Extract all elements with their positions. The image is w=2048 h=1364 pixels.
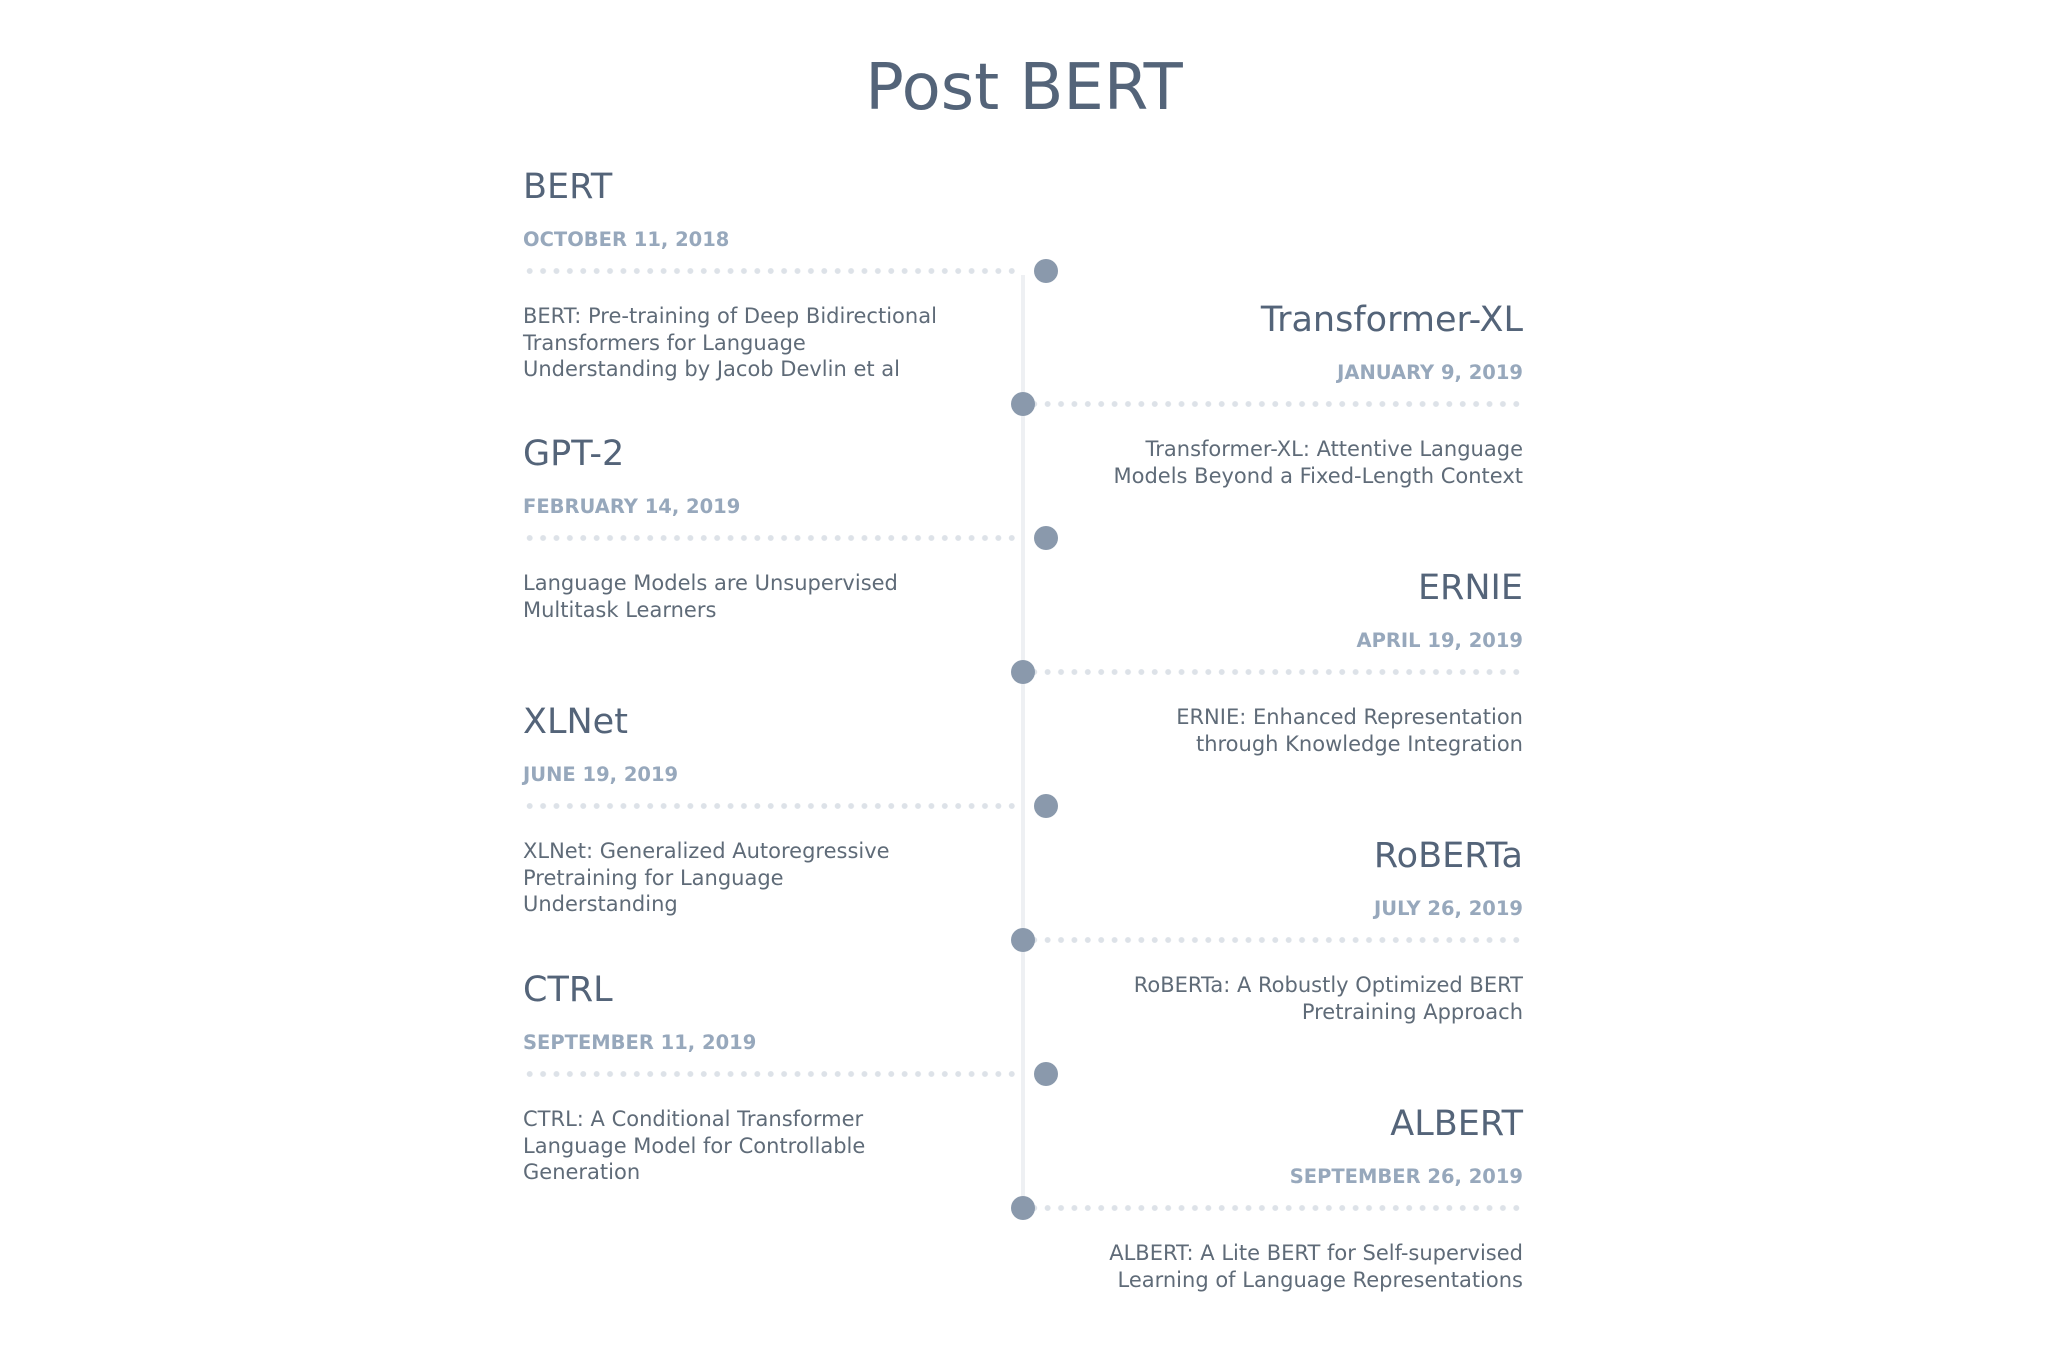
timeline-node: [1034, 1062, 1058, 1086]
timeline-node: [1034, 526, 1058, 550]
event-name: XLNet: [523, 702, 628, 742]
timeline-node: [1034, 259, 1058, 283]
event-connector: [1003, 392, 1523, 416]
event-date: JULY 26, 2019: [1374, 897, 1523, 920]
timeline-node: [1034, 794, 1058, 818]
event-name: GPT-2: [523, 434, 625, 474]
event-connector: [523, 526, 1058, 550]
dotted-line: [1031, 1205, 1523, 1211]
timeline-event-xlnet: XLNet JUNE 19, 2019 XLNet: Generalized A…: [523, 700, 1058, 960]
event-name: CTRL: [523, 970, 613, 1010]
timeline-event-gpt-2: GPT-2 FEBRUARY 14, 2019 Language Models …: [523, 432, 1058, 692]
dotted-line: [1031, 937, 1523, 943]
event-name: ALBERT: [1390, 1104, 1523, 1144]
timeline-event-albert: ALBERT SEPTEMBER 26, 2019 ALBERT: A Lite…: [1003, 1102, 1523, 1362]
event-connector: [523, 259, 1058, 283]
event-date: OCTOBER 11, 2018: [523, 228, 730, 251]
event-connector: [1003, 928, 1523, 952]
event-connector: [1003, 1196, 1523, 1220]
event-description: ERNIE: Enhanced Representation through K…: [1176, 705, 1523, 756]
dotted-line: [1031, 401, 1523, 407]
event-name: BERT: [523, 167, 613, 207]
dotted-line: [523, 1071, 1020, 1077]
timeline-event-transformer-xl: Transformer-XL JANUARY 9, 2019 Transform…: [1003, 298, 1523, 558]
event-name: Transformer-XL: [1260, 300, 1523, 340]
dotted-line: [1031, 669, 1523, 675]
dotted-line: [523, 535, 1020, 541]
event-date: FEBRUARY 14, 2019: [523, 495, 741, 518]
timeline-event-ernie: ERNIE APRIL 19, 2019 ERNIE: Enhanced Rep…: [1003, 566, 1523, 826]
event-date: JUNE 19, 2019: [523, 763, 679, 786]
event-description: Language Models are Unsupervised Multita…: [523, 571, 898, 622]
event-description: XLNet: Generalized Autoregressive Pretra…: [523, 839, 890, 916]
event-connector: [523, 1062, 1058, 1086]
event-date: SEPTEMBER 11, 2019: [523, 1031, 757, 1054]
page-title: Post BERT: [865, 51, 1183, 125]
event-description: RoBERTa: A Robustly Optimized BERT Pretr…: [1133, 973, 1523, 1024]
event-connector: [523, 794, 1058, 818]
event-name: RoBERTa: [1373, 836, 1523, 876]
event-description: BERT: Pre-training of Deep Bidirectional…: [523, 304, 937, 381]
dotted-line: [523, 268, 1020, 274]
timeline-axis: [1021, 275, 1025, 1215]
event-date: SEPTEMBER 26, 2019: [1289, 1165, 1523, 1188]
timeline-node: [1011, 928, 1035, 952]
event-name: ERNIE: [1417, 568, 1523, 608]
event-description: Transformer-XL: Attentive Language Model…: [1113, 437, 1524, 488]
event-date: JANUARY 9, 2019: [1337, 361, 1523, 384]
timeline-event-ctrl: CTRL SEPTEMBER 11, 2019 CTRL: A Conditio…: [523, 968, 1058, 1228]
event-description: CTRL: A Conditional Transformer Language…: [523, 1107, 866, 1184]
timeline-event-roberta: RoBERTa JULY 26, 2019 RoBERTa: A Robustl…: [1003, 834, 1523, 1094]
timeline-event-bert: BERT OCTOBER 11, 2018 BERT: Pre-training…: [523, 165, 1058, 425]
dotted-line: [523, 803, 1020, 809]
timeline-node: [1011, 1196, 1035, 1220]
timeline-node: [1011, 392, 1035, 416]
event-connector: [1003, 660, 1523, 684]
timeline-node: [1011, 660, 1035, 684]
event-date: APRIL 19, 2019: [1356, 629, 1523, 652]
event-description: ALBERT: A Lite BERT for Self-supervised …: [1109, 1241, 1523, 1292]
